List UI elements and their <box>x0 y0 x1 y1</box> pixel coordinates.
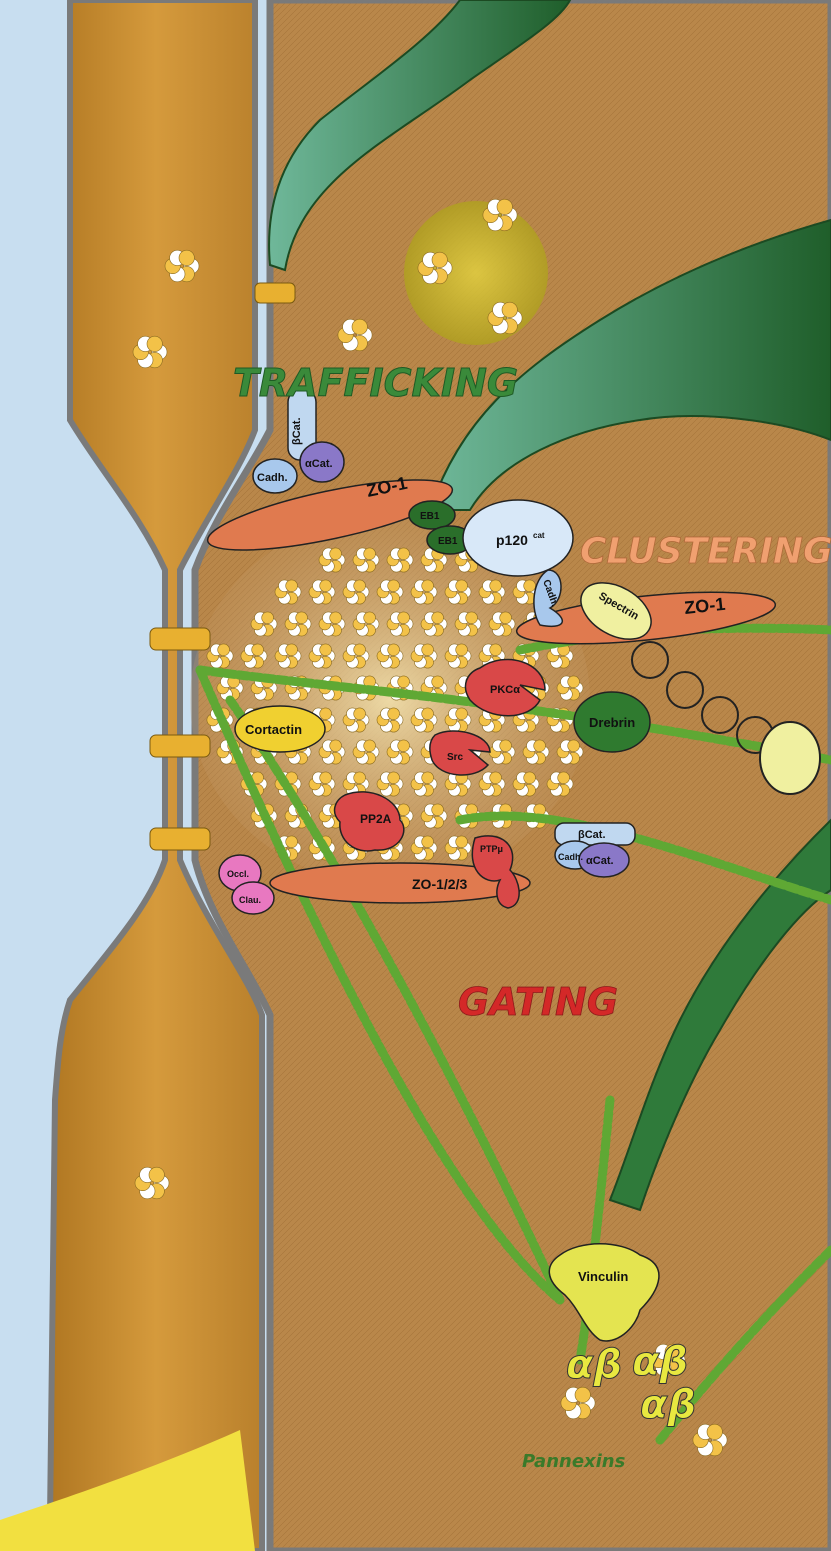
vinculin-label: Vinculin <box>578 1269 628 1284</box>
pp2a-label: PP2A <box>360 812 392 826</box>
spectrin-end <box>760 722 820 794</box>
bcat-top-label: βCat. <box>291 418 303 446</box>
ptpmu-label: PTPμ <box>480 844 503 854</box>
trafficking-label: TRAFFICKING <box>233 361 518 405</box>
integrin-2-label: αβ <box>632 1339 688 1385</box>
pkca-label: PKCα <box>490 684 520 696</box>
cortactin-label: Cortactin <box>245 722 302 737</box>
pannexins-label: Pannexins <box>522 1451 626 1472</box>
clustering-label: CLUSTERING <box>580 531 831 572</box>
cadh-top-label: Cadh. <box>257 472 288 484</box>
zo1-right-label: ZO-1 <box>683 594 726 618</box>
src-label: Src <box>447 752 464 763</box>
cadh-mid-label: Cadh. <box>558 852 583 862</box>
eb1-a-label: EB1 <box>420 511 440 522</box>
eb1-b-label: EB1 <box>438 536 458 547</box>
p120-label: p120 <box>496 532 528 548</box>
zo123-label: ZO-1/2/3 <box>412 876 467 892</box>
gating-label: GATING <box>458 980 618 1024</box>
integrin-3-label: αβ <box>640 1382 696 1428</box>
occl-label: Occl. <box>227 869 249 879</box>
acat-top-label: αCat. <box>305 458 333 470</box>
drebrin-label: Drebrin <box>589 715 635 730</box>
clau-label: Clau. <box>239 895 261 905</box>
bcat-mid-label: βCat. <box>578 829 606 841</box>
acat-mid-label: αCat. <box>586 855 614 867</box>
integrin-1-label: αβ <box>566 1342 622 1388</box>
p120-sup-label: cat <box>533 531 545 540</box>
